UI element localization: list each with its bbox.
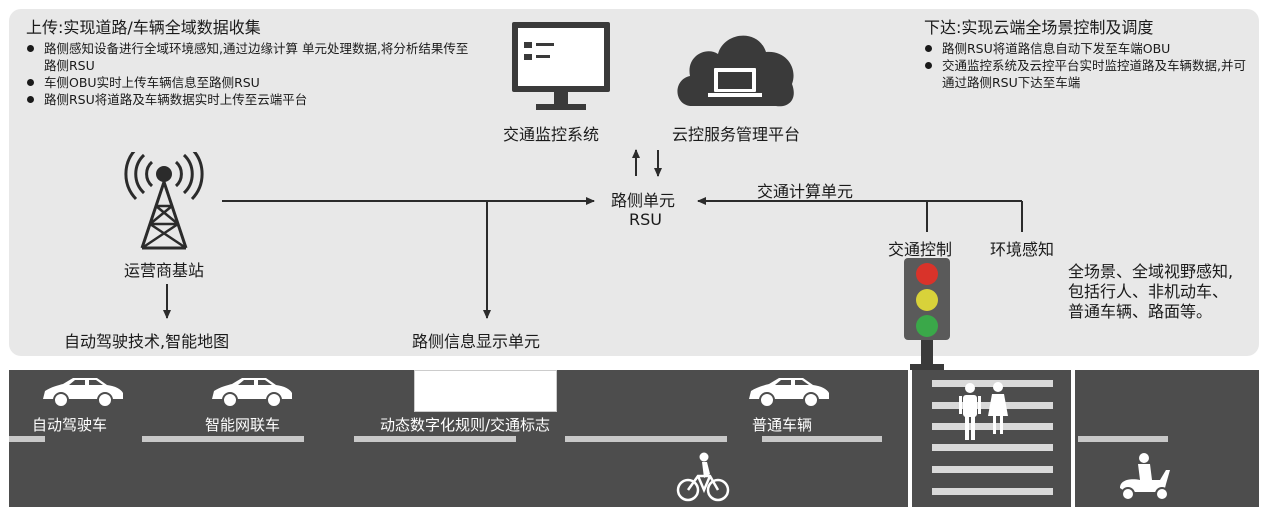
rsu-label-line1: 路侧单元: [611, 191, 676, 210]
crosswalk-stripe: [932, 423, 1053, 430]
traffic-signs-label: 动态数字化规则/交通标志: [380, 416, 551, 434]
crosswalk-stripe: [932, 444, 1053, 451]
crosswalk-edge-line: [1071, 370, 1075, 507]
upload-bullet-2: 车侧OBU实时上传车辆信息至路侧RSU: [26, 74, 476, 91]
crosswalk-stripe: [932, 380, 1053, 387]
perception-label: 环境感知: [990, 240, 1055, 259]
cloud-icon: [677, 35, 794, 107]
download-bullet-1: 路侧RSU将道路信息自动下发至车端OBU: [924, 40, 1254, 57]
download-bullets: 路侧RSU将道路信息自动下发至车端OBU 交通监控系统及云控平台实时监控道路及车…: [924, 40, 1254, 91]
upload-bullet-1: 路侧感知设备进行全域环境感知,通过边缘计算 单元处理数据,将分析结果传至路侧RS…: [26, 40, 476, 74]
upload-bullet-3: 路侧RSU将道路及车辆数据实时上传至云端平台: [26, 91, 476, 108]
crosswalk-stripe: [932, 488, 1053, 495]
lane-dash: [762, 436, 882, 442]
download-title: 下达:实现云端全场景控制及调度: [924, 18, 1154, 37]
autonomous-car-label: 自动驾驶车: [32, 416, 108, 434]
compute-unit-label: 交通计算单元: [757, 182, 854, 201]
cloud-label: 云控服务管理平台: [672, 125, 801, 144]
connected-car-label: 智能网联车: [205, 416, 281, 434]
traffic-control-label: 交通控制: [888, 240, 953, 259]
pedestrians-icon: [959, 382, 1008, 440]
normal-car-label: 普通车辆: [752, 416, 813, 434]
lane-dash: [354, 436, 516, 442]
upload-title: 上传:实现道路/车辆全域数据收集: [26, 18, 261, 37]
crosswalk-edge-line: [908, 370, 912, 507]
scooter-icon: [1120, 453, 1170, 501]
autodrive-label: 自动驾驶技术,智能地图: [64, 332, 230, 351]
crosswalk-stripe: [932, 466, 1053, 473]
display-unit-label: 路侧信息显示单元: [412, 332, 541, 351]
lane-dash: [565, 436, 727, 442]
lane-dash: [1078, 436, 1168, 442]
tower-label: 运营商基站: [124, 261, 205, 280]
connected-car-icon: [212, 378, 292, 408]
digital-sign-board: [414, 370, 557, 412]
normal-car-icon: [749, 378, 829, 408]
upload-bullets: 路侧感知设备进行全域环境感知,通过边缘计算 单元处理数据,将分析结果传至路侧RS…: [26, 40, 476, 108]
monitor-label: 交通监控系统: [503, 125, 600, 144]
autonomous-car-icon: [43, 378, 123, 408]
lane-dash: [9, 436, 45, 442]
diagram-panel: [9, 9, 1259, 356]
traffic-light-icon: [904, 258, 950, 370]
bicycle-icon: [676, 452, 730, 502]
lane-dash: [142, 436, 304, 442]
monitor-icon: [512, 22, 610, 110]
rsu-label-line2: RSU: [629, 210, 662, 229]
tower-icon: [124, 152, 204, 250]
download-bullet-2: 交通监控系统及云控平台实时监控道路及车辆数据,并可通过路侧RSU下达至车端: [924, 57, 1254, 91]
scope-description: 全场景、全域视野感知, 包括行人、非机动车、普通车辆、路面等。: [1068, 262, 1234, 321]
